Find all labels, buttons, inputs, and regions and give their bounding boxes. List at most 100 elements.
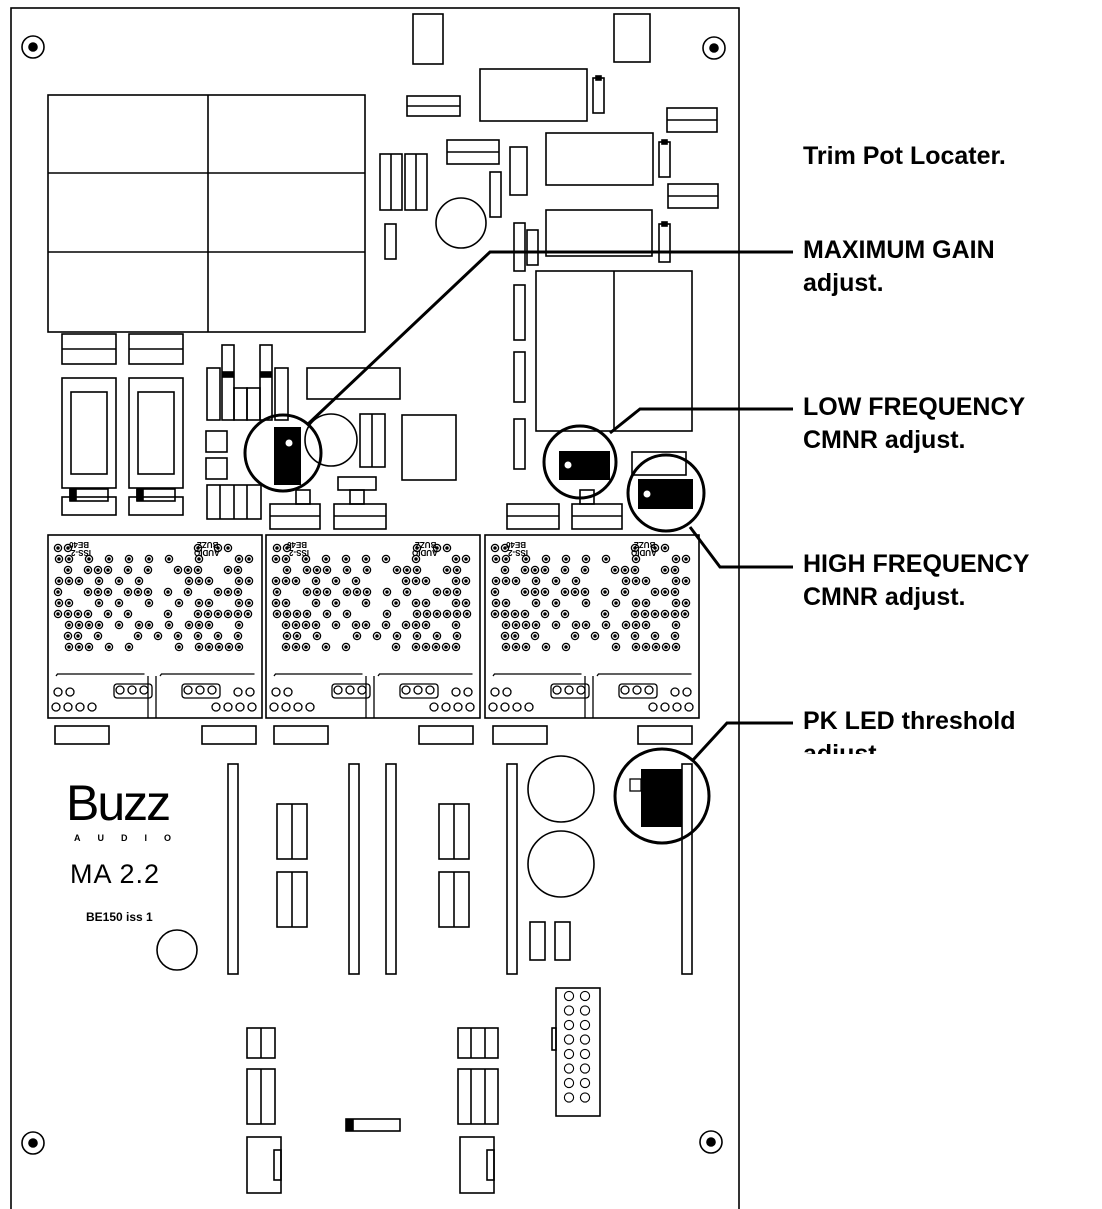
trace-zigzag [596, 673, 692, 677]
connector-pin [563, 990, 575, 1002]
solder-pad [442, 587, 452, 597]
solder-pad [234, 642, 244, 652]
solder-pad [441, 702, 451, 712]
callout-low-cmnr-line2: CMNR adjust. [803, 426, 966, 454]
solder-pad-hole [513, 612, 517, 616]
connector-pin [563, 1077, 575, 1089]
solder-pad-hole [226, 546, 230, 550]
solder-pad-hole [166, 612, 170, 616]
solder-pad [362, 565, 372, 575]
solder-pad [620, 685, 630, 695]
solder-pad [650, 543, 660, 553]
solder-pad [301, 620, 311, 630]
solder-pad [601, 620, 611, 630]
solder-pad [193, 543, 203, 553]
solder-pad-hole [167, 623, 171, 627]
solder-pad [174, 598, 184, 608]
solder-pad-hole [334, 623, 338, 627]
solder-pad-hole [67, 557, 71, 561]
solder-pad-hole [394, 601, 398, 605]
solder-pad [291, 620, 301, 630]
solder-pad-hole [614, 601, 618, 605]
solder-pad [641, 642, 651, 652]
solder-pad [204, 598, 214, 608]
solder-pad [361, 620, 371, 630]
solder-pad [391, 598, 401, 608]
solder-pad-hole [67, 579, 71, 583]
solder-pad [64, 576, 74, 586]
solder-pad-hole [415, 546, 419, 550]
solder-pad [173, 631, 183, 641]
connector-pin [563, 1092, 575, 1103]
solder-pad [560, 587, 570, 597]
solder-pad [357, 685, 367, 695]
solder-pad-hole [414, 601, 418, 605]
callout-pk-led-line1: PK LED threshold [803, 707, 1016, 735]
solder-pad-hole [614, 645, 618, 649]
solder-pad [660, 543, 670, 553]
solder-pad [83, 609, 93, 619]
solder-pad [233, 687, 243, 697]
solder-pad-hole [284, 645, 288, 649]
solder-pad [302, 587, 312, 597]
solder-pad-hole [445, 546, 449, 550]
module-label: AUDIO [194, 548, 220, 557]
trim-pot-high-cmnr [626, 453, 706, 533]
solder-pad-hole [344, 557, 348, 561]
solder-pad-hole [534, 579, 538, 583]
solder-pad-hole [364, 623, 368, 627]
solder-pad [342, 609, 352, 619]
solder-pad-hole [563, 590, 567, 594]
solder-pad [301, 642, 311, 652]
solder-pad-hole [494, 579, 498, 583]
pad-group [550, 683, 590, 699]
solder-pad [425, 685, 435, 695]
solder-pad-hole [573, 634, 577, 638]
solder-pad-hole [126, 568, 130, 572]
solder-pad [421, 642, 431, 652]
solder-pad [223, 543, 233, 553]
solder-pad [631, 598, 641, 608]
solder-pad-hole [384, 557, 388, 561]
solder-pad [463, 687, 473, 697]
solder-pad-hole [334, 579, 338, 583]
solder-pad [684, 702, 694, 712]
solder-pad [412, 543, 422, 553]
solder-pad-hole [87, 557, 91, 561]
solder-pad-hole [66, 568, 70, 572]
connector-pin [563, 1063, 575, 1074]
solder-pad [491, 576, 501, 586]
solder-pad [322, 609, 332, 619]
solder-pad [451, 642, 461, 652]
solder-pad [291, 576, 301, 586]
solder-pad [247, 702, 257, 712]
solder-pad [75, 702, 85, 712]
solder-pad [631, 576, 641, 586]
solder-pad-hole [325, 612, 329, 616]
solder-pad-hole [196, 612, 200, 616]
solder-pad [620, 565, 630, 575]
solder-pad [331, 620, 341, 630]
solder-pad-hole [674, 645, 678, 649]
solder-pad-hole [544, 645, 548, 649]
solder-pad-hole [237, 645, 241, 649]
solder-pad [301, 554, 311, 564]
solder-pad [115, 685, 125, 695]
connector-pin [579, 990, 591, 1002]
solder-pad [213, 631, 223, 641]
solder-pad [302, 609, 312, 619]
solder-pad-hole [196, 634, 200, 638]
solder-pad [571, 576, 581, 586]
solder-pad-hole [187, 623, 191, 627]
solder-pad [65, 687, 75, 697]
solder-pad-hole [236, 590, 240, 594]
solder-pad-hole [247, 557, 251, 561]
solder-pad-hole [554, 601, 558, 605]
solder-pad [531, 576, 541, 586]
connector-pin [579, 1005, 591, 1016]
solder-pad-hole [455, 634, 459, 638]
solder-pad-hole [663, 546, 667, 550]
trace-zigzag [159, 673, 255, 677]
solder-pad-hole [524, 623, 528, 627]
solder-pad [194, 642, 204, 652]
